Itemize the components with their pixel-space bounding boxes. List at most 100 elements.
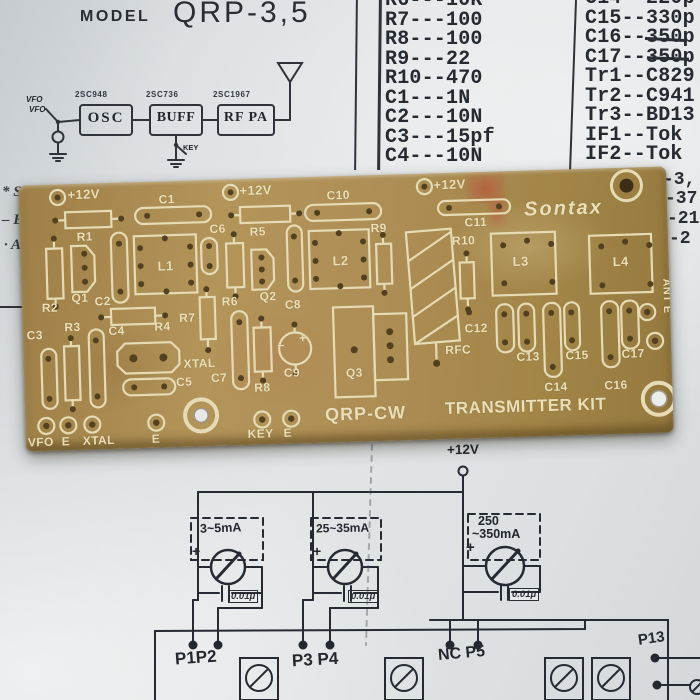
pcb-pad-e: E [151, 431, 161, 446]
pcb-pad-vfo: VFO [27, 434, 54, 450]
margin-text: -21 [667, 209, 700, 229]
pcb-label-r6: R6 [221, 294, 239, 309]
pcb-label-c8: C8 [284, 297, 302, 312]
divider-line [377, 0, 382, 171]
meter-plus-sign: + [192, 543, 201, 559]
block-diagram-drawing [45, 62, 304, 168]
stage-part-number: 2SC736 [146, 90, 179, 99]
pcb-label-c10: C10 [326, 187, 351, 203]
pcb-label-c13: C13 [516, 349, 540, 364]
pcb-label-q1: Q1 [71, 290, 89, 306]
pcb-label-l4: L4 [612, 253, 629, 270]
pcb-pad-key: KEY [247, 426, 274, 441]
model-number: QRP-3,5 [173, 0, 311, 29]
model-label: MODEL [80, 8, 151, 25]
pcb-label-c9: C9 [283, 365, 301, 380]
part-row: C14--220p [585, 0, 695, 9]
pcb-board: +12V +12V +12V R1 C1 C6 R5 C10 R9 C11 So… [18, 166, 674, 452]
part-row: C16--350p [585, 26, 695, 49]
pcb-label-c17: C17 [621, 346, 645, 361]
pcb-label-c6: C6 [209, 221, 226, 237]
part-row: C17--350p [585, 45, 695, 69]
stage-label-osc: OSC [87, 110, 125, 126]
part-row: C2---10N [385, 106, 483, 129]
part-row: R9---22 [385, 47, 471, 71]
meter-plus-sign: + [313, 543, 322, 559]
pcb-label-c16: C16 [604, 377, 628, 393]
part-row: Tr1--C829 [585, 65, 695, 88]
vfo-label: VFO [26, 95, 43, 104]
stage-label-rfpa: RF PA [223, 110, 269, 125]
part-row: C3---15pf [385, 125, 495, 149]
part-row: C1---1N [385, 86, 471, 110]
pcb-label-q3: Q3 [345, 365, 363, 381]
meter-plus-sign: + [466, 539, 475, 556]
divider-line [354, 0, 358, 171]
pcb-label-xtal: XTAL [183, 355, 216, 371]
part-row: C4---10N [385, 145, 483, 168]
pcb-c9-plus: + [298, 330, 308, 346]
pcb-pad-e: E [61, 434, 71, 449]
pcb-label-r4: R4 [154, 319, 171, 334]
margin-rule [0, 306, 22, 308]
part-row: R7---100 [385, 8, 483, 32]
vfo-label: VFO [29, 105, 46, 114]
pcb-label-q2: Q2 [259, 289, 277, 304]
parts-list-left: R6---10K R7---100 R8---100 R9---22 R10--… [385, 0, 495, 167]
stage-label-buff: BUFF [156, 110, 196, 125]
pcb-label-r10: R10 [451, 233, 476, 248]
part-row: C15--330p [585, 6, 695, 30]
margin-text: -2 [669, 229, 691, 249]
part-row: R8---100 [385, 28, 483, 51]
stage-part-number: 2SC948 [75, 90, 108, 99]
pcb-label-r8: R8 [254, 380, 271, 395]
pcb-pad-e: E [283, 425, 293, 440]
pcb-brand: Sontax [523, 196, 604, 221]
pcb-label-l1: L1 [157, 258, 174, 274]
part-row: IF2--Tok [585, 143, 683, 166]
pcb-label-c11: C11 [464, 214, 488, 230]
part-row: R6---10K [385, 0, 483, 12]
margin-text: -37 [665, 189, 698, 209]
margin-text: -3, [663, 170, 696, 190]
pcb-label-r1: R1 [76, 229, 94, 244]
pcb-label-r5: R5 [249, 224, 267, 239]
margin-text: · A [4, 237, 21, 253]
margin-text: – E [2, 212, 24, 228]
pcb-power-label: +12V [433, 176, 466, 193]
key-label: KEY [183, 143, 199, 152]
pcb-label-rfc: RFC [445, 342, 472, 358]
pcb-label-c5: C5 [175, 374, 193, 390]
pcb-power-label: +12V [67, 186, 101, 203]
pcb-label-r2: R2 [41, 300, 59, 316]
pcb-silkscreen [37, 169, 674, 436]
parts-list-right: C14--220p C15--330p C16--350p C17--350p … [585, 0, 695, 165]
pcb-label-c14: C14 [544, 379, 568, 395]
pcb-power-label: +12V [239, 182, 272, 199]
pcb-ant-label: ANT E [660, 278, 674, 314]
pcb-label-r7: R7 [178, 310, 196, 325]
part-row: IF1--Tok [585, 123, 683, 147]
part-row: Tr2--C941 [585, 84, 695, 108]
pcb-pad-xtal: XTAL [82, 432, 116, 448]
pcb-title-line1: QRP-CW [324, 402, 407, 425]
pcb-label-r3: R3 [64, 319, 81, 335]
pcb-label-l3: L3 [512, 253, 529, 270]
part-row: R10--470 [385, 67, 483, 90]
pcb-label-c4: C4 [108, 323, 125, 339]
stage-part-number: 2SC1967 [213, 90, 251, 99]
pcb-label-c7: C7 [210, 370, 228, 386]
meter-range-label: ~350mA [472, 527, 521, 541]
pcb-label-c3: C3 [26, 328, 43, 343]
meter-schematic-drawing [154, 444, 700, 700]
pcb-label-c15: C15 [565, 347, 589, 363]
part-row: Tr3--BD13 [585, 104, 695, 127]
pcb-label-c12: C12 [464, 320, 489, 336]
pcb-label-c2: C2 [94, 293, 112, 309]
meter-range-label: 250 [478, 514, 499, 528]
divider-line [568, 0, 578, 172]
pcb-label-c1: C1 [158, 192, 176, 207]
pcb-c9-minus: − [276, 337, 286, 354]
pcb-label-r9: R9 [370, 220, 387, 236]
